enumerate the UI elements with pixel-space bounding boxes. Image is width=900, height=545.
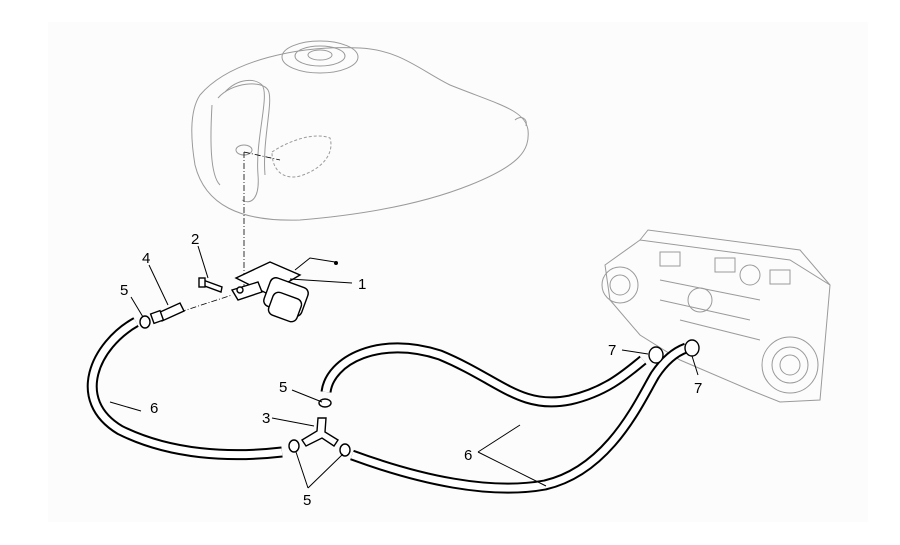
callout-5: 5 — [279, 379, 287, 396]
callout-5: 5 — [120, 282, 128, 299]
callout-2: 2 — [191, 231, 199, 248]
hose-clip — [139, 315, 151, 329]
t-fitting — [301, 417, 339, 447]
hose-lower — [350, 342, 689, 494]
callout-6: 6 — [464, 447, 472, 464]
fuel-fitting — [149, 302, 185, 325]
hose-clip — [339, 443, 351, 457]
callout-5: 5 — [303, 492, 311, 509]
callout-7: 7 — [694, 380, 702, 397]
hose-clip — [318, 398, 332, 408]
throttle-body — [601, 229, 831, 403]
screw — [198, 277, 223, 293]
fuel-pump — [230, 257, 338, 323]
hose-left — [86, 317, 283, 461]
assembly-line-fitting — [179, 294, 233, 313]
callout-4: 4 — [142, 250, 150, 267]
assembly-line-tank — [243, 151, 281, 161]
hose-clamp — [648, 346, 664, 364]
hose-clip — [288, 439, 300, 453]
callout-7: 7 — [608, 342, 616, 359]
callout-1: 1 — [358, 276, 366, 293]
callout-6: 6 — [150, 400, 158, 417]
callout-3: 3 — [262, 410, 270, 427]
hose-clamp — [684, 339, 700, 357]
leader-lines — [109, 245, 699, 489]
hose-middle — [320, 342, 647, 408]
